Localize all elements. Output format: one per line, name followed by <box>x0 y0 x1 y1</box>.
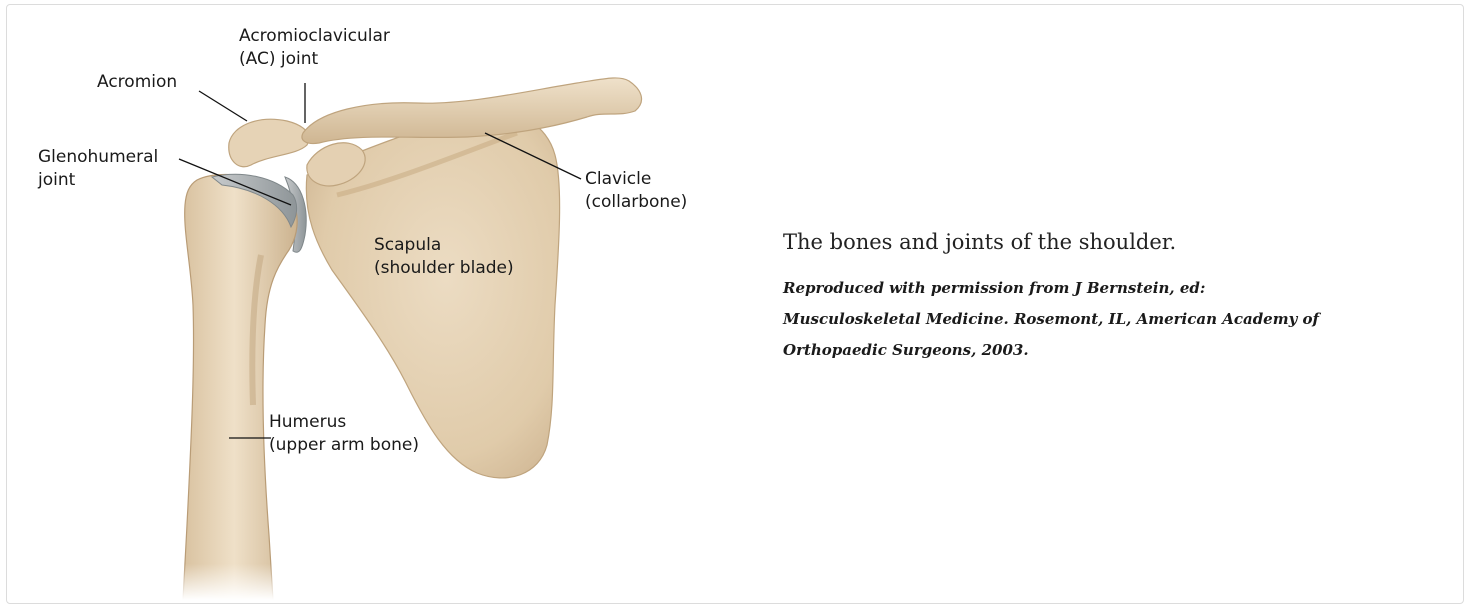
caption-credit: Reproduced with permission from J Bernst… <box>783 273 1443 366</box>
shoulder-bones-illustration <box>7 5 767 600</box>
clavicle-shape <box>302 78 642 144</box>
scapula-label-line1: Scapula <box>374 234 514 257</box>
caption-credit-line1: Reproduced with permission from J Bernst… <box>783 279 1205 297</box>
acromion-shape <box>229 119 309 166</box>
humerus-label: Humerus (upper arm bone) <box>269 411 419 457</box>
caption-title: The bones and joints of the shoulder. <box>783 227 1443 257</box>
ac-joint-label-line1: Acromioclavicular <box>239 25 390 48</box>
ac-joint-label-line2: (AC) joint <box>239 48 390 71</box>
shoulder-anatomy-figure: Acromioclavicular (AC) joint Acromion Gl… <box>7 5 767 600</box>
caption-credit-line2: Musculoskeletal Medicine. Rosemont, IL, … <box>783 310 1319 328</box>
figure-caption: The bones and joints of the shoulder. Re… <box>783 227 1443 366</box>
clavicle-label-line1: Clavicle <box>585 168 687 191</box>
glenohumeral-label-line2: joint <box>38 169 158 192</box>
acromion-label: Acromion <box>97 71 177 94</box>
clavicle-label-line2: (collarbone) <box>585 191 687 214</box>
humerus-label-line2: (upper arm bone) <box>269 434 419 457</box>
glenohumeral-label-line1: Glenohumeral <box>38 146 158 169</box>
content-card: Acromioclavicular (AC) joint Acromion Gl… <box>6 4 1464 604</box>
glenohumeral-label: Glenohumeral joint <box>38 146 158 192</box>
scapula-label-line2: (shoulder blade) <box>374 257 514 280</box>
acromion-leader-line <box>199 91 247 121</box>
caption-credit-line3: Orthopaedic Surgeons, 2003. <box>783 341 1029 359</box>
clavicle-label: Clavicle (collarbone) <box>585 168 687 214</box>
acromion-label-text: Acromion <box>97 71 177 94</box>
ac-joint-label: Acromioclavicular (AC) joint <box>239 25 390 71</box>
humerus-label-line1: Humerus <box>269 411 419 434</box>
scapula-label: Scapula (shoulder blade) <box>374 234 514 280</box>
